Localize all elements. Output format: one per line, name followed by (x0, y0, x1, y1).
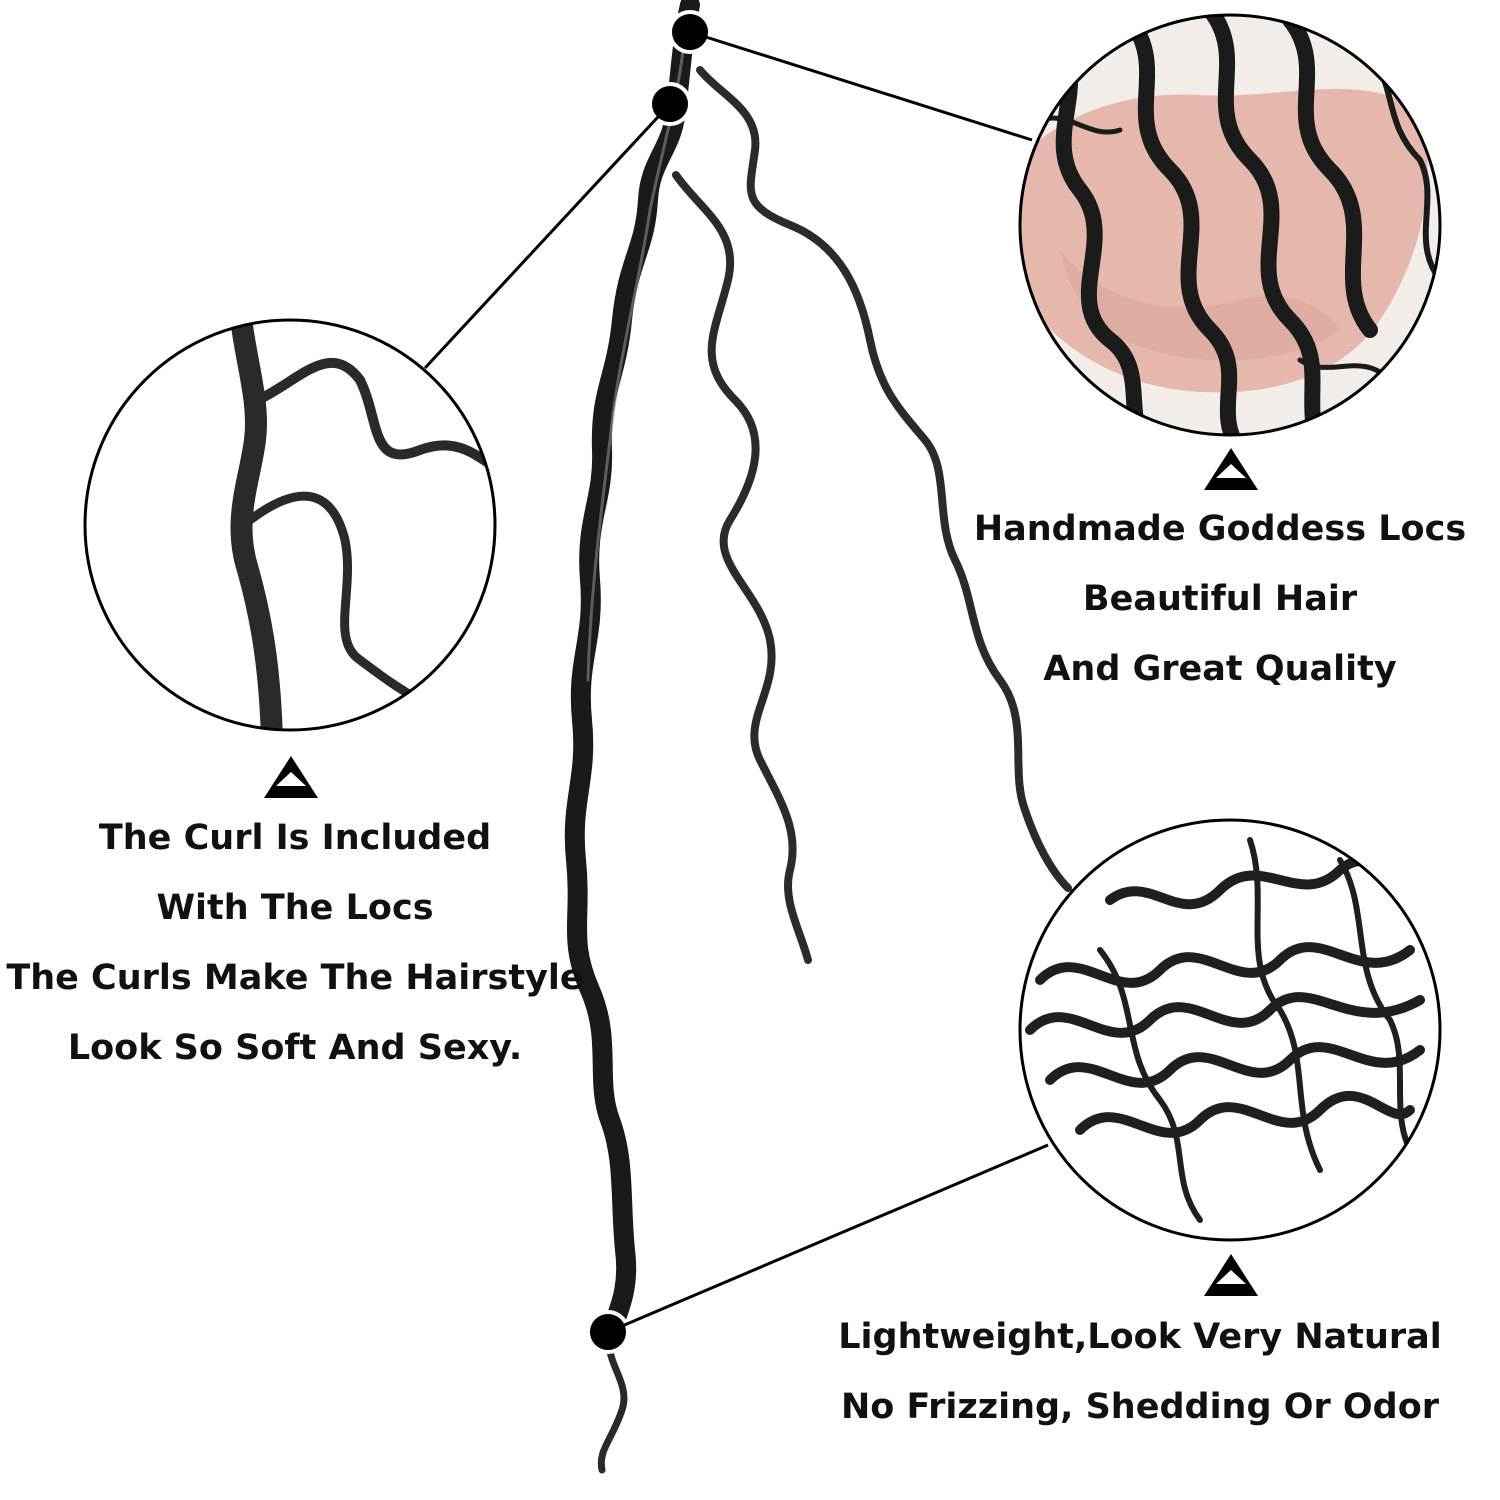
callout-line: Handmade Goddess Locs (973, 509, 1467, 549)
callout-line: No Frizzing, Shedding Or Odor (840, 1387, 1440, 1427)
up-triangle-icon (1204, 1254, 1258, 1296)
up-triangle-icon (264, 756, 318, 798)
callout-line: Beautiful Hair (1082, 579, 1358, 619)
connector-lines (423, 30, 1049, 1334)
hair-locs (564, 0, 1072, 1474)
right-curl-strand (696, 66, 1072, 892)
callout-line: Lightweight,Look Very Natural (838, 1317, 1442, 1357)
connector-line-bottom-right (607, 1143, 1049, 1334)
grey-highlight (586, 38, 686, 682)
callout-left-text: The Curl Is Included With The Locs The C… (0, 803, 590, 1083)
connector-line-top-right (689, 30, 1033, 142)
callout-line: Look So Soft And Sexy. (67, 1028, 523, 1068)
callout-line: The Curl Is Included (98, 818, 492, 858)
main-loc-strand (564, 0, 700, 1340)
middle-curl-strand (672, 171, 812, 964)
zoom-circle-bottom-right (1018, 818, 1442, 1242)
connector-line-left (423, 102, 672, 370)
zoom-circle-left (83, 318, 497, 732)
callout-line: The Curls Make The Hairstyle (6, 958, 584, 998)
callout-top-right-text: Handmade Goddess Locs Beautiful Hair And… (960, 494, 1480, 704)
zoom-circle-top-right (1018, 13, 1442, 437)
up-triangle-icon (1204, 448, 1258, 490)
callout-bottom-right-text: Lightweight,Look Very Natural No Frizzin… (810, 1302, 1470, 1442)
callout-line: And Great Quality (1043, 649, 1397, 689)
callout-line: With The Locs (156, 888, 434, 928)
